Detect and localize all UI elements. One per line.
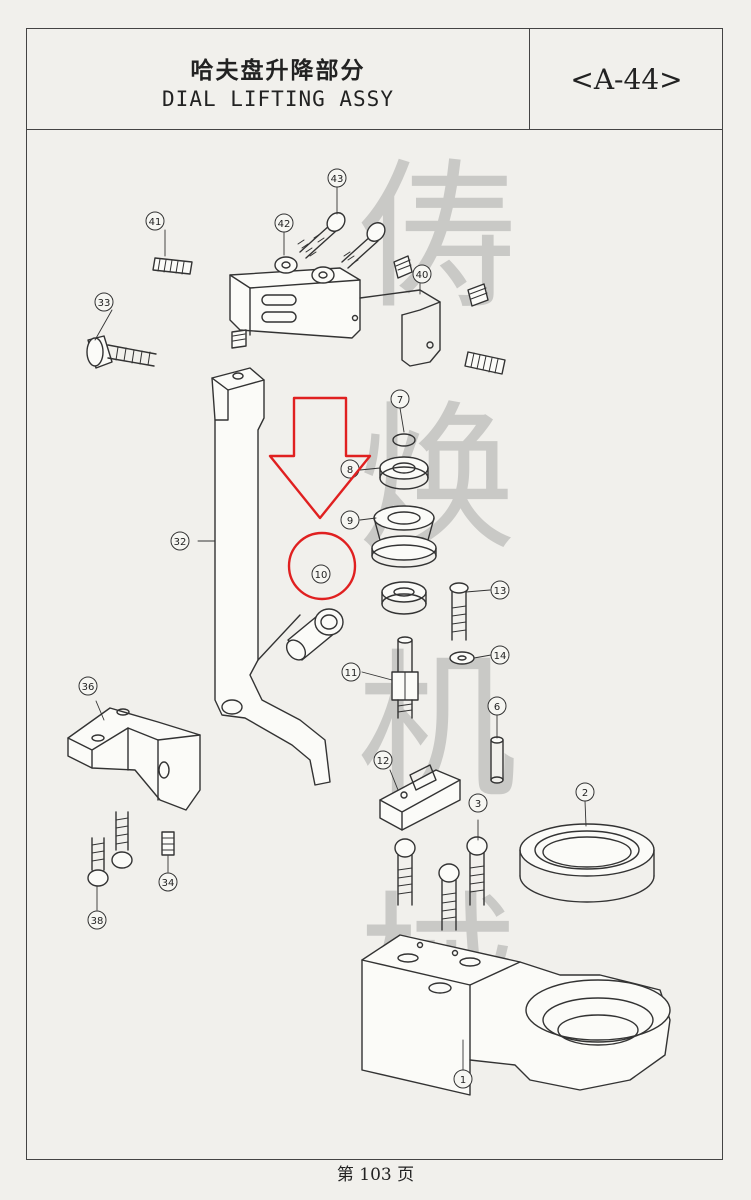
callout-41: 41 bbox=[145, 211, 165, 231]
bearing-lower bbox=[381, 581, 427, 615]
title-chinese: 哈夫盘升降部分 bbox=[190, 58, 366, 84]
callout-14: 14 bbox=[490, 645, 510, 665]
callout-7: 7 bbox=[390, 389, 410, 409]
svg-text:12: 12 bbox=[377, 756, 390, 767]
drawing-sheet: 哈夫盘升降部分 DIAL LIFTING ASSY <A-44> bbox=[26, 28, 723, 1160]
svg-text:6: 6 bbox=[494, 702, 500, 713]
part-43-screw bbox=[297, 212, 346, 259]
part-8-bearing bbox=[379, 456, 429, 490]
page-number: 第 103 页 bbox=[336, 1165, 415, 1185]
drawing-code: <A-44> bbox=[570, 63, 683, 96]
svg-text:3: 3 bbox=[475, 799, 481, 810]
part-9-pulley bbox=[371, 505, 437, 568]
svg-text:2: 2 bbox=[582, 788, 588, 799]
part-32-lift-arm bbox=[211, 329, 331, 786]
part-2-bearing bbox=[519, 823, 655, 903]
part-14-washer bbox=[449, 651, 475, 665]
title-english: DIAL LIFTING ASSY bbox=[162, 87, 394, 111]
callout-33: 33 bbox=[94, 292, 114, 312]
svg-text:10: 10 bbox=[315, 570, 328, 581]
callout-42: 42 bbox=[274, 213, 294, 233]
part-13-screw bbox=[449, 582, 469, 641]
svg-text:33: 33 bbox=[98, 298, 111, 309]
callout-34: 34 bbox=[158, 872, 178, 892]
svg-text:32: 32 bbox=[174, 537, 187, 548]
red-down-arrow bbox=[268, 396, 372, 520]
callout-2: 2 bbox=[575, 782, 595, 802]
part-12-block bbox=[379, 764, 461, 831]
part-1-base bbox=[361, 934, 671, 1096]
callout-6: 6 bbox=[487, 696, 507, 716]
red-highlight-circle bbox=[287, 531, 357, 601]
svg-text:34: 34 bbox=[162, 878, 175, 889]
part-10-pin bbox=[285, 608, 344, 661]
callout-36: 36 bbox=[78, 676, 98, 696]
svg-text:11: 11 bbox=[345, 668, 358, 679]
svg-text:13: 13 bbox=[494, 586, 507, 597]
part-41-set-screw bbox=[152, 257, 193, 275]
callout-43: 43 bbox=[327, 168, 347, 188]
red-annotation bbox=[268, 396, 372, 601]
part-40-top-bracket bbox=[229, 267, 441, 367]
part-42-washers bbox=[274, 256, 335, 284]
callout-40: 40 bbox=[412, 264, 432, 284]
callout-38: 38 bbox=[87, 910, 107, 930]
callout-8: 8 bbox=[340, 459, 360, 479]
svg-text:9: 9 bbox=[347, 516, 353, 527]
callout-9: 9 bbox=[340, 510, 360, 530]
callout-3: 3 bbox=[468, 793, 488, 813]
part-36-bracket bbox=[67, 707, 201, 811]
callout-32: 32 bbox=[170, 531, 190, 551]
set-screw-right bbox=[464, 351, 506, 375]
part-7-clip bbox=[392, 433, 416, 447]
svg-text:42: 42 bbox=[278, 219, 291, 230]
part-33-cap-screw bbox=[86, 335, 157, 369]
callout-12: 12 bbox=[373, 750, 393, 770]
callout-11: 11 bbox=[341, 662, 361, 682]
svg-text:36: 36 bbox=[82, 682, 95, 693]
svg-text:14: 14 bbox=[494, 651, 507, 662]
part-cap-screw-mid bbox=[341, 222, 386, 269]
leader-lines bbox=[94, 186, 587, 1071]
title-block: 哈夫盘升降部分 DIAL LIFTING ASSY <A-44> bbox=[27, 29, 722, 130]
part-36-screws bbox=[87, 811, 175, 887]
title-divider bbox=[529, 29, 530, 129]
callout-13: 13 bbox=[490, 580, 510, 600]
part-6-standoff bbox=[490, 736, 504, 784]
callout-10: 10 bbox=[311, 564, 331, 584]
part-11-shaft bbox=[391, 636, 419, 719]
svg-text:7: 7 bbox=[397, 395, 403, 406]
callout-1: 1 bbox=[453, 1069, 473, 1089]
svg-text:43: 43 bbox=[331, 174, 344, 185]
svg-text:8: 8 bbox=[347, 465, 353, 476]
base-screws bbox=[394, 836, 488, 931]
svg-text:38: 38 bbox=[91, 916, 104, 927]
callouts: 43 41 42 40 33 7 8 9 32 10 13 14 11 36 6… bbox=[78, 168, 595, 1089]
svg-text:40: 40 bbox=[416, 270, 429, 281]
svg-text:1: 1 bbox=[460, 1075, 466, 1086]
svg-text:41: 41 bbox=[149, 217, 162, 228]
set-screw-top-right bbox=[393, 255, 489, 307]
